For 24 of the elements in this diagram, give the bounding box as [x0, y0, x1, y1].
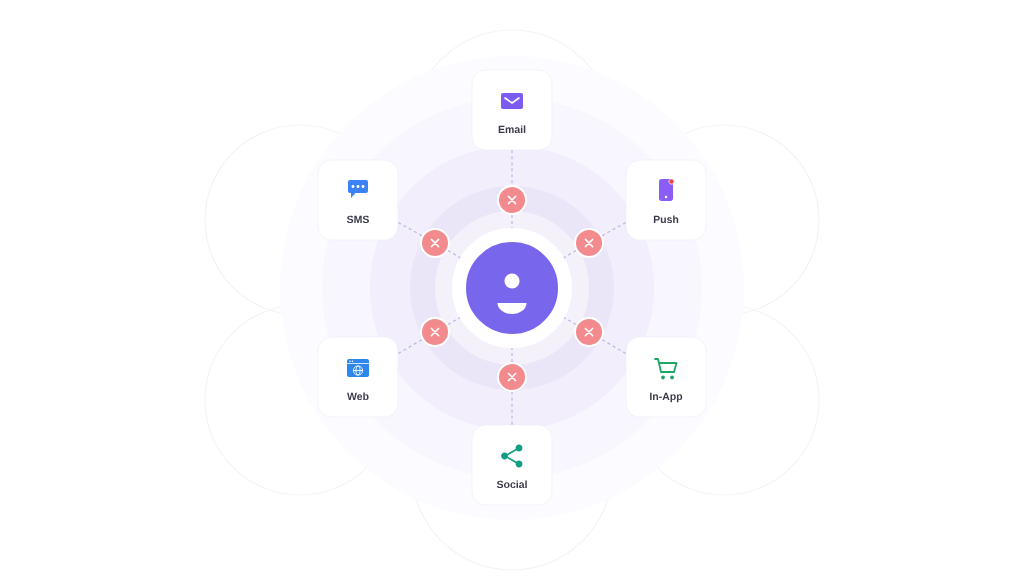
channel-card: Web: [317, 336, 399, 418]
blocked-marker: [420, 228, 450, 258]
blocked-marker: [420, 317, 450, 347]
channel-card: Social: [471, 424, 553, 506]
channel-card: In-App: [625, 336, 707, 418]
connector-line: [601, 338, 627, 355]
connector-line: [447, 249, 461, 259]
connector-line: [511, 149, 513, 186]
connector-line: [563, 249, 577, 259]
channel-card: Email: [471, 69, 553, 151]
blocked-marker: [497, 362, 527, 392]
connector-line: [397, 221, 423, 237]
channel-card: Push: [625, 159, 707, 241]
blocked-marker: [574, 228, 604, 258]
connector-line: [601, 221, 627, 237]
connector-line: [447, 317, 461, 326]
channel-card: SMS: [317, 159, 399, 241]
connector-line: [563, 317, 577, 326]
connector-line: [511, 214, 513, 229]
connector-line: [397, 338, 423, 355]
connector-line: [511, 347, 513, 363]
blocked-marker: [497, 185, 527, 215]
connector-line: [511, 391, 513, 426]
blocked-marker: [574, 317, 604, 347]
